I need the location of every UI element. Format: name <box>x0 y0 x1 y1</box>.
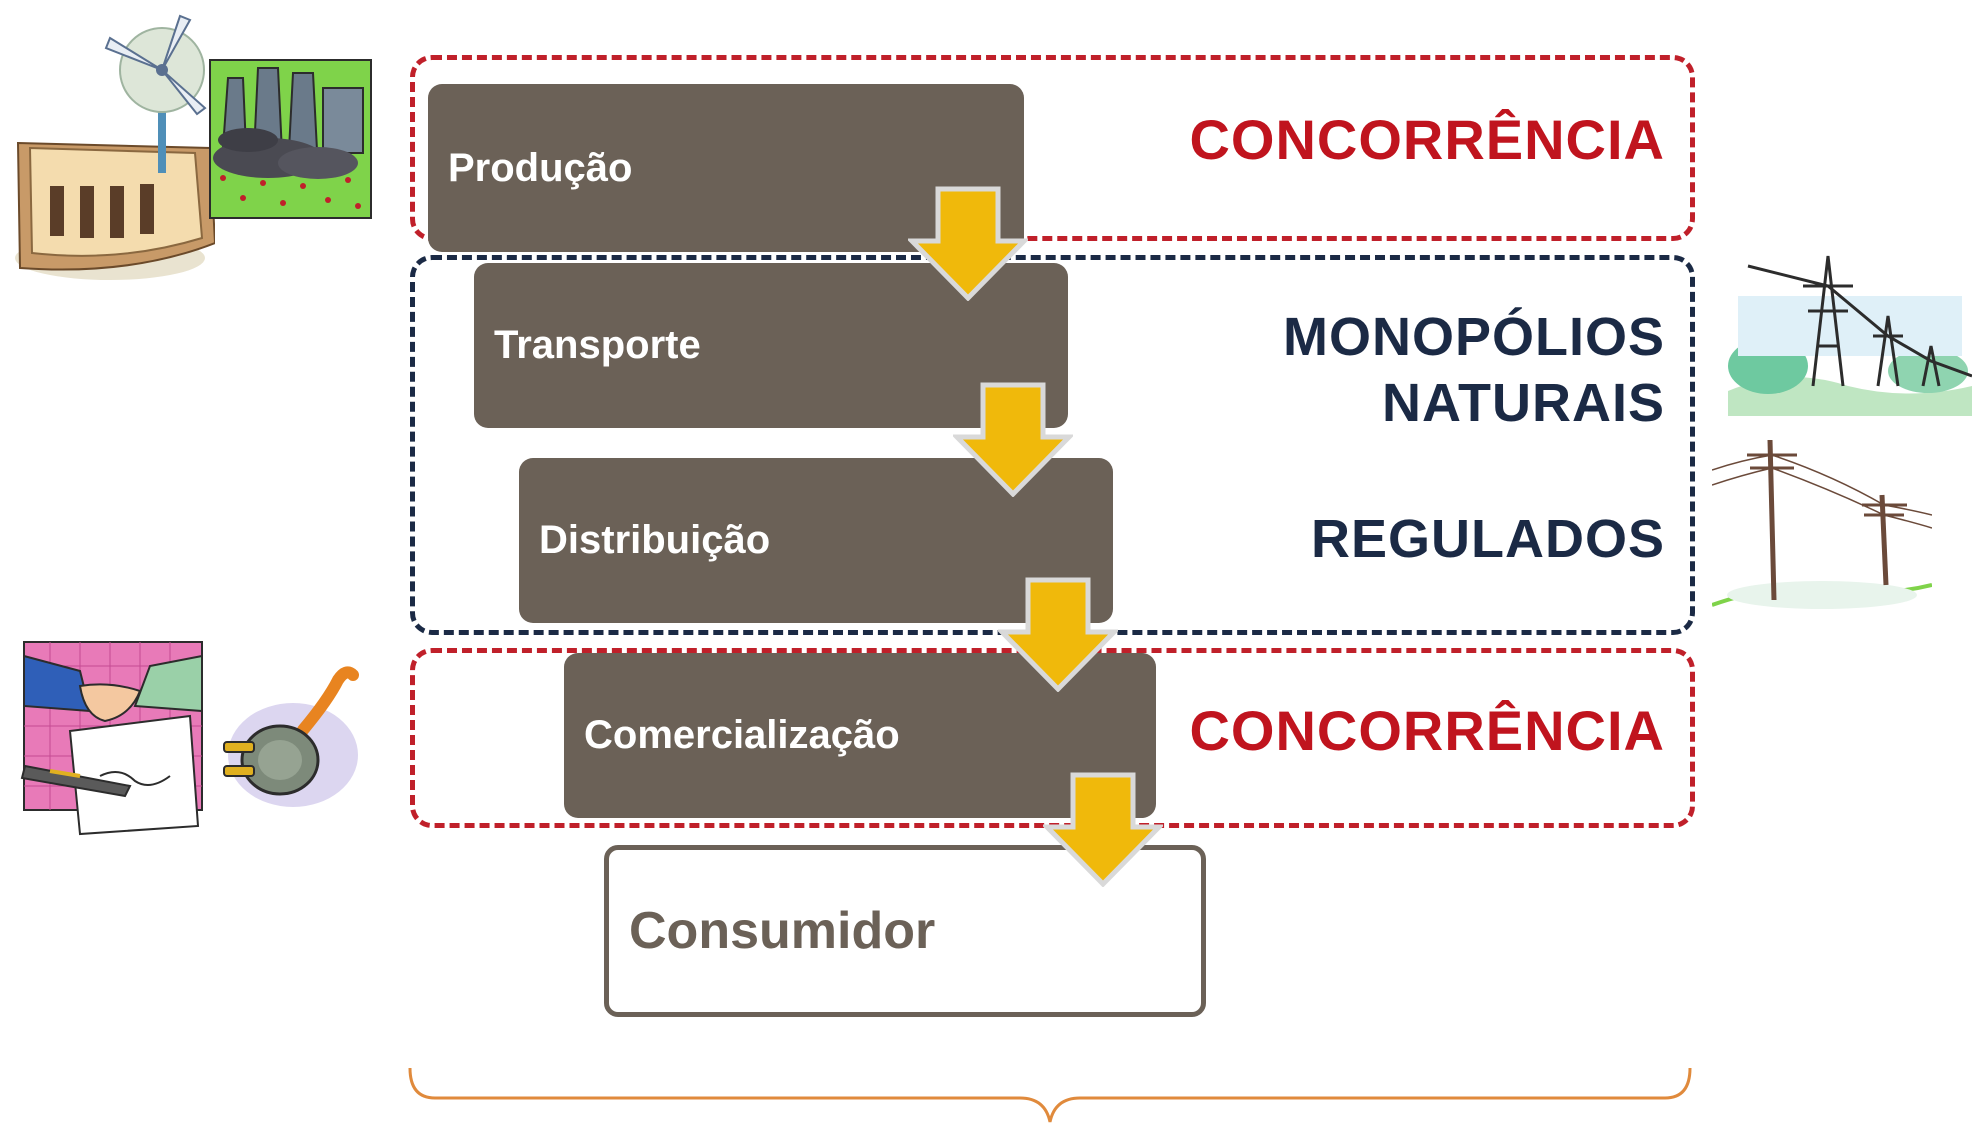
arrow-down-icon <box>908 186 1028 301</box>
stage-commercialization-label: Comercialização <box>584 713 900 757</box>
utility-pole-icon <box>1712 439 1932 609</box>
segment-label-competition-bottom: CONCORRÊNCIA <box>1189 699 1665 762</box>
stage-production-label: Produção <box>448 145 633 190</box>
stage-distribution-label: Distribuição <box>539 518 771 562</box>
segment-label-line2: NATURAIS <box>1382 373 1665 433</box>
transmission-tower-icon <box>1728 255 1972 416</box>
handshake-contract-icon <box>20 641 203 836</box>
stage-consumer-label: Consumidor <box>629 902 936 960</box>
segment-label-regulated: REGULADOS <box>1310 509 1665 569</box>
arrow-down-icon <box>998 577 1118 692</box>
electric-plug-icon <box>223 666 359 807</box>
wind-turbine-dam-icon <box>15 14 215 280</box>
segment-label-natural-monopolies: MONOPÓLIOS NATURAIS <box>1283 304 1665 436</box>
arrow-down-icon <box>953 382 1073 497</box>
stage-production: Produção <box>428 84 1024 252</box>
stage-transport-label: Transporte <box>494 323 701 367</box>
arrow-down-icon <box>1043 772 1163 887</box>
curly-bracket <box>408 1067 1692 1123</box>
segment-label-competition-top: CONCORRÊNCIA <box>1189 108 1665 171</box>
competition-box-top <box>410 55 1695 241</box>
segment-label-line1: MONOPÓLIOS <box>1282 307 1665 367</box>
power-plant-icon <box>209 59 372 219</box>
